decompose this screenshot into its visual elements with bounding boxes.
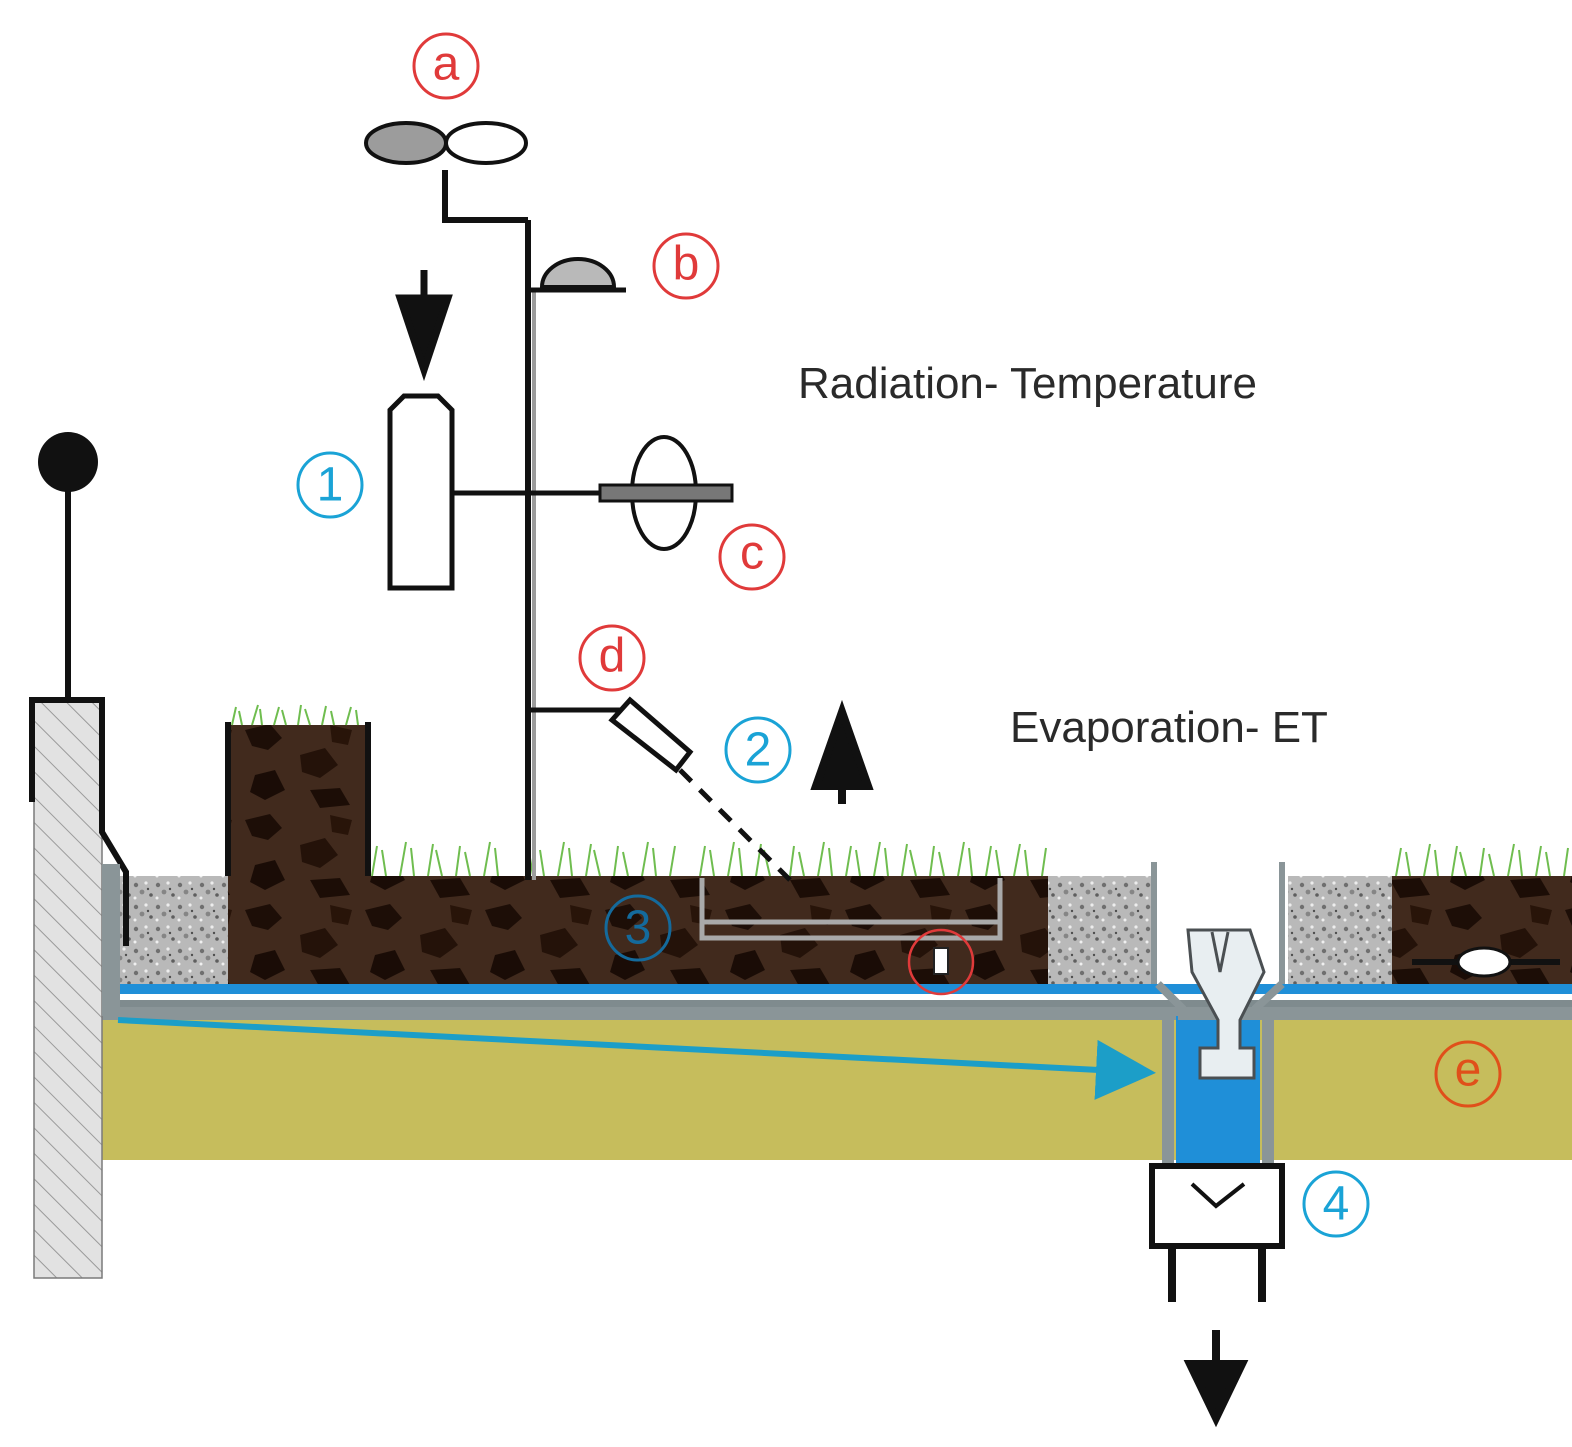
label-c: c: [718, 523, 786, 591]
soil-moisture-sensor-marker: [907, 928, 975, 996]
ir-sensor-beam: [678, 768, 792, 882]
svg-text:4: 4: [1323, 1178, 1350, 1231]
svg-text:d: d: [599, 630, 626, 683]
radiation-temperature-label: Radiation- Temperature: [798, 359, 1257, 408]
lateral-flow-arrow: [117, 1017, 1156, 1100]
roof-subbase-layer: [102, 1016, 1572, 1160]
parapet-rod-ball: [38, 432, 98, 492]
grey-layer: [118, 1000, 1572, 1007]
svg-text:c: c: [740, 527, 764, 580]
buried-sensor-tube: [699, 878, 1003, 941]
label-d: d: [578, 624, 646, 692]
grass: [231, 704, 1569, 877]
label-a: a: [412, 32, 480, 100]
outflow-arrow: [1183, 1330, 1249, 1428]
anemometer-icon: [364, 121, 528, 165]
parapet-wall: [33, 699, 103, 1279]
soil-moisture-sensor: [933, 947, 949, 975]
flow-meter-legs: [1168, 1246, 1266, 1302]
label-b: b: [652, 232, 720, 300]
svg-text:3: 3: [625, 902, 652, 955]
svg-text:e: e: [1455, 1044, 1482, 1097]
label-2: 2: [724, 716, 792, 784]
roof-drain: [1151, 862, 1285, 1166]
flow-meter-tipping-bucket: [1190, 1182, 1246, 1209]
gravel-strip-mid: [1048, 876, 1156, 984]
pyranometer-icon: [539, 257, 617, 289]
raised-soil-box-frame: [225, 722, 371, 876]
label-e: e: [1434, 1040, 1502, 1108]
soil-substrate-main: [228, 876, 1048, 984]
ir-sensor-icon: [608, 696, 694, 774]
gravel-strip-left: [118, 876, 228, 984]
label-4: 4: [1302, 1170, 1370, 1238]
gravel-strip-right: [1288, 876, 1392, 984]
parapet-flashing: [29, 697, 129, 946]
svg-text:1: 1: [317, 459, 344, 512]
raised-soil-box: [228, 725, 368, 876]
svg-text:a: a: [433, 38, 460, 91]
label-1: 1: [296, 451, 364, 519]
evaporation-et-label: Evaporation- ET: [1010, 703, 1328, 752]
svg-text:2: 2: [745, 724, 772, 777]
svg-text:b: b: [673, 238, 700, 291]
mast-top-arm: [442, 170, 528, 223]
membrane-layer: [102, 1006, 1572, 1020]
temperature-sensor-bar: [598, 483, 734, 503]
et-arrow: [810, 699, 874, 804]
parapet-edge: [102, 864, 120, 1016]
water-drainage-layer: [118, 984, 1572, 994]
buried-pipe-opening: [1456, 946, 1512, 978]
label-3: 3: [604, 894, 672, 962]
rain-arrow: [395, 270, 453, 382]
white-separator-layer: [118, 994, 1572, 1000]
rain-gauge-icon: [387, 393, 455, 591]
